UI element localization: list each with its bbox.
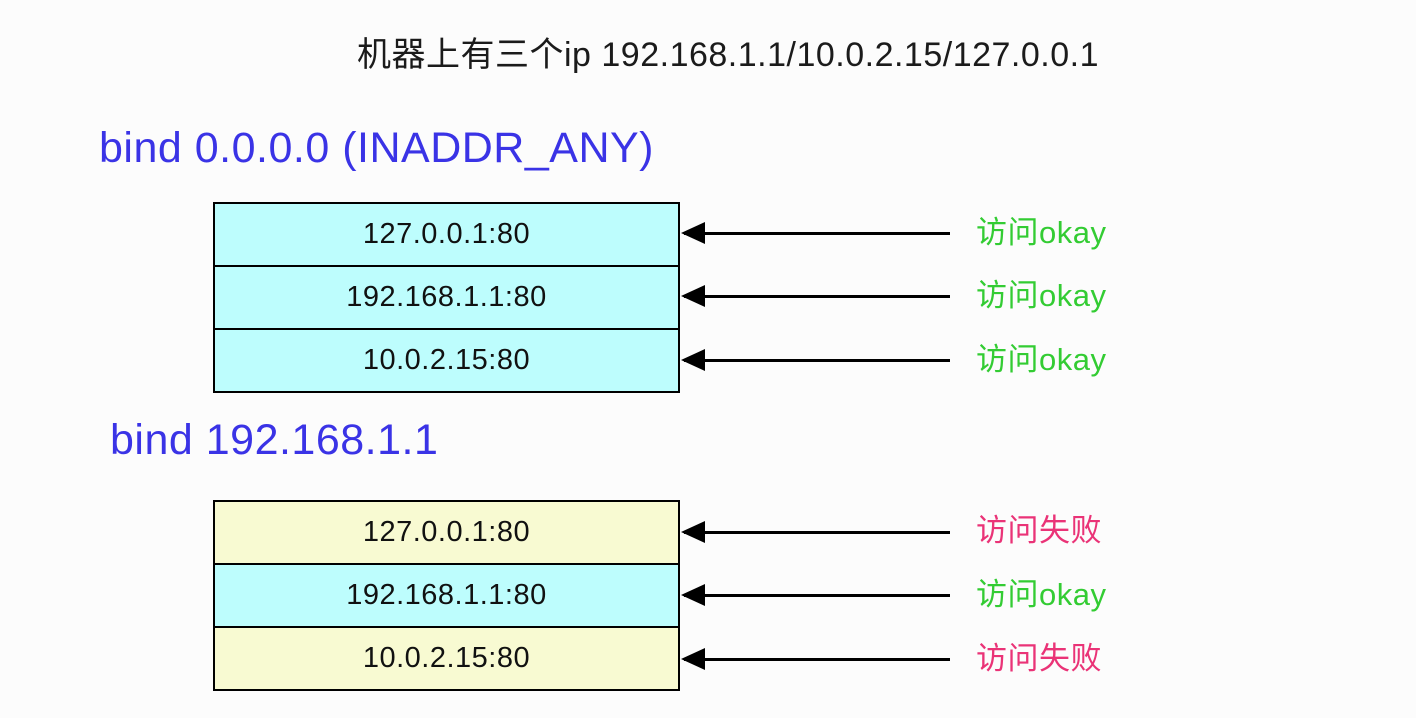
- access-result-label: 访问okay: [976, 278, 1107, 313]
- arrow-left-icon: [681, 648, 950, 670]
- access-result-label: 访问okay: [976, 215, 1107, 250]
- table-row: 192.168.1.1:80: [215, 565, 678, 628]
- table-row: 10.0.2.15:80: [215, 330, 678, 391]
- arrow-left-icon: [681, 222, 950, 244]
- bind-any-table: 127.0.0.1:80 192.168.1.1:80 10.0.2.15:80: [213, 202, 680, 393]
- arrow-left-icon: [681, 349, 950, 371]
- table-row: 127.0.0.1:80: [215, 502, 678, 565]
- arrow-left-icon: [681, 285, 950, 307]
- page-title: 机器上有三个ip 192.168.1.1/10.0.2.15/127.0.0.1: [356, 36, 1099, 74]
- access-result-label: 访问okay: [976, 342, 1107, 377]
- section-heading-bind-specific: bind 192.168.1.1: [110, 416, 439, 464]
- access-result-label: 访问失败: [976, 641, 1102, 676]
- bind-specific-table: 127.0.0.1:80 192.168.1.1:80 10.0.2.15:80: [213, 500, 680, 691]
- arrow-left-icon: [681, 584, 950, 606]
- table-row: 192.168.1.1:80: [215, 267, 678, 330]
- arrow-left-icon: [681, 521, 950, 543]
- access-result-label: 访问okay: [976, 577, 1107, 612]
- section-heading-bind-any: bind 0.0.0.0 (INADDR_ANY): [99, 124, 654, 172]
- table-row: 127.0.0.1:80: [215, 204, 678, 267]
- table-row: 10.0.2.15:80: [215, 628, 678, 689]
- access-result-label: 访问失败: [976, 513, 1102, 548]
